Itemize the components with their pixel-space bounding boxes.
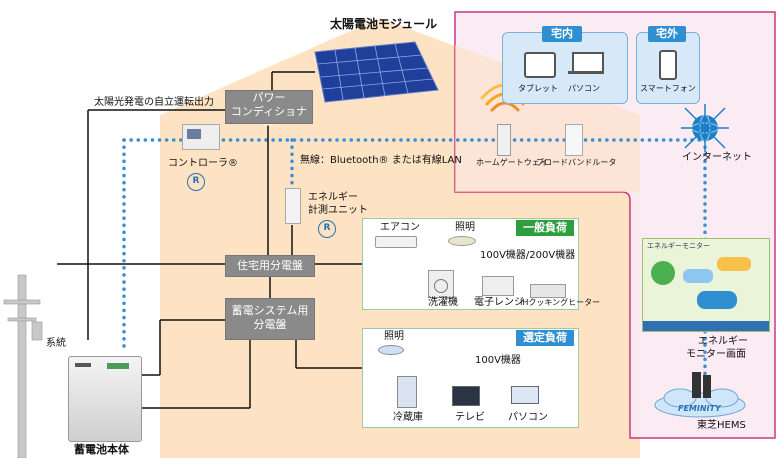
wireless-note: 無線：Bluetooth® または有線LAN (300, 155, 462, 166)
selected-load-title: 選定負荷 (516, 330, 574, 346)
solar-module-icon (314, 41, 439, 103)
hems-cloud-icon (654, 372, 746, 418)
ceiling-light-icon (448, 236, 476, 246)
solar-module-label: 太陽電池モジュール (330, 17, 438, 31)
washer-label: 洗濯機 (428, 297, 458, 308)
grid-label: 系統 (46, 338, 66, 349)
microwave-label: 電子レンジ (474, 297, 524, 308)
tablet-label: タブレット (518, 84, 558, 93)
tv-icon (452, 386, 480, 406)
power-conditioner-box: パワー コンディショナー (225, 90, 313, 132)
indoor-pc-label: パソコン (568, 84, 600, 93)
fridge-label: 冷蔵庫 (393, 412, 423, 423)
microwave-icon (482, 276, 514, 296)
aircon-label: エアコン (380, 222, 420, 233)
echonet-logo-icon-2: R (318, 220, 336, 238)
storage-panel-line2: 分電盤 (253, 318, 287, 331)
general-load-title: 一般負荷 (516, 220, 574, 236)
utility-pole-icon (3, 274, 43, 458)
home-distribution-panel: 住宅用分電盤 (225, 255, 315, 277)
aircon-icon (375, 236, 417, 248)
pc-icon (511, 386, 539, 404)
internet-label: インターネット (682, 152, 752, 163)
monitor-title: エネルギーモニター (647, 242, 710, 250)
washer-icon (428, 270, 454, 298)
smartphone-label: スマートフォン (640, 84, 696, 93)
broadband-router-label: ブロードバンドルータ (536, 158, 617, 167)
monitor-label-line1: エネルギー (698, 336, 748, 347)
laptop-base (568, 71, 604, 74)
controller-device-icon (182, 124, 220, 150)
controller-label: コントローラ® (168, 158, 238, 169)
home-gateway-device-icon (497, 124, 511, 156)
internet-globe-icon (681, 104, 729, 152)
outdoor-title: 宅外 (648, 26, 686, 42)
ih-heater-icon (530, 284, 566, 298)
monitor-footer (643, 321, 769, 331)
broadband-router-device-icon (565, 124, 583, 156)
pc-label: パソコン (508, 412, 548, 423)
indoor-title: 宅内 (542, 26, 582, 42)
tablet-icon (524, 52, 556, 78)
monitor-bubble-icon-2 (717, 257, 751, 271)
general-volt-label: 100V機器/200V機器 (480, 250, 576, 261)
cloud-brand: FEMINITY (678, 404, 721, 413)
battery-label: 蓄電池本体 (74, 443, 129, 456)
tv-label: テレビ (455, 412, 485, 423)
hems-label: 東芝HEMS (697, 420, 746, 431)
monitor-label-line2: モニター画面 (686, 349, 746, 360)
self-run-output-label: 太陽光発電の自立運転出力 (94, 97, 214, 108)
power-conditioner-line2: コンディショナー (230, 105, 308, 132)
energy-unit-device-icon (285, 188, 301, 224)
monitor-bubble-icon (683, 269, 713, 283)
fridge-icon (397, 376, 417, 408)
energy-monitor-screen: エネルギーモニター (642, 238, 770, 332)
home-gateway-label: ホームゲートウェイ (476, 158, 548, 167)
selected-volt-label: 100V機器 (475, 355, 521, 366)
smartphone-icon (659, 50, 677, 80)
light-label: 照明 (455, 222, 475, 233)
echonet-logo-icon: R (187, 173, 205, 191)
ih-label: IHクッキングヒーター (520, 298, 601, 307)
energy-unit-line2: 計測ユニット (308, 205, 368, 216)
power-conditioner-line1: パワー (252, 91, 286, 104)
selected-light-icon (378, 345, 404, 355)
storage-distribution-panel: 蓄電システム用 分電盤 (225, 298, 315, 340)
storage-panel-line1: 蓄電システム用 (231, 304, 309, 317)
battery-unit-icon (68, 356, 142, 442)
monitor-bubble-icon-3 (697, 291, 737, 309)
monitor-gauge-icon (651, 261, 675, 285)
energy-unit-line1: エネルギー (308, 192, 358, 203)
selected-light-label: 照明 (384, 331, 404, 342)
